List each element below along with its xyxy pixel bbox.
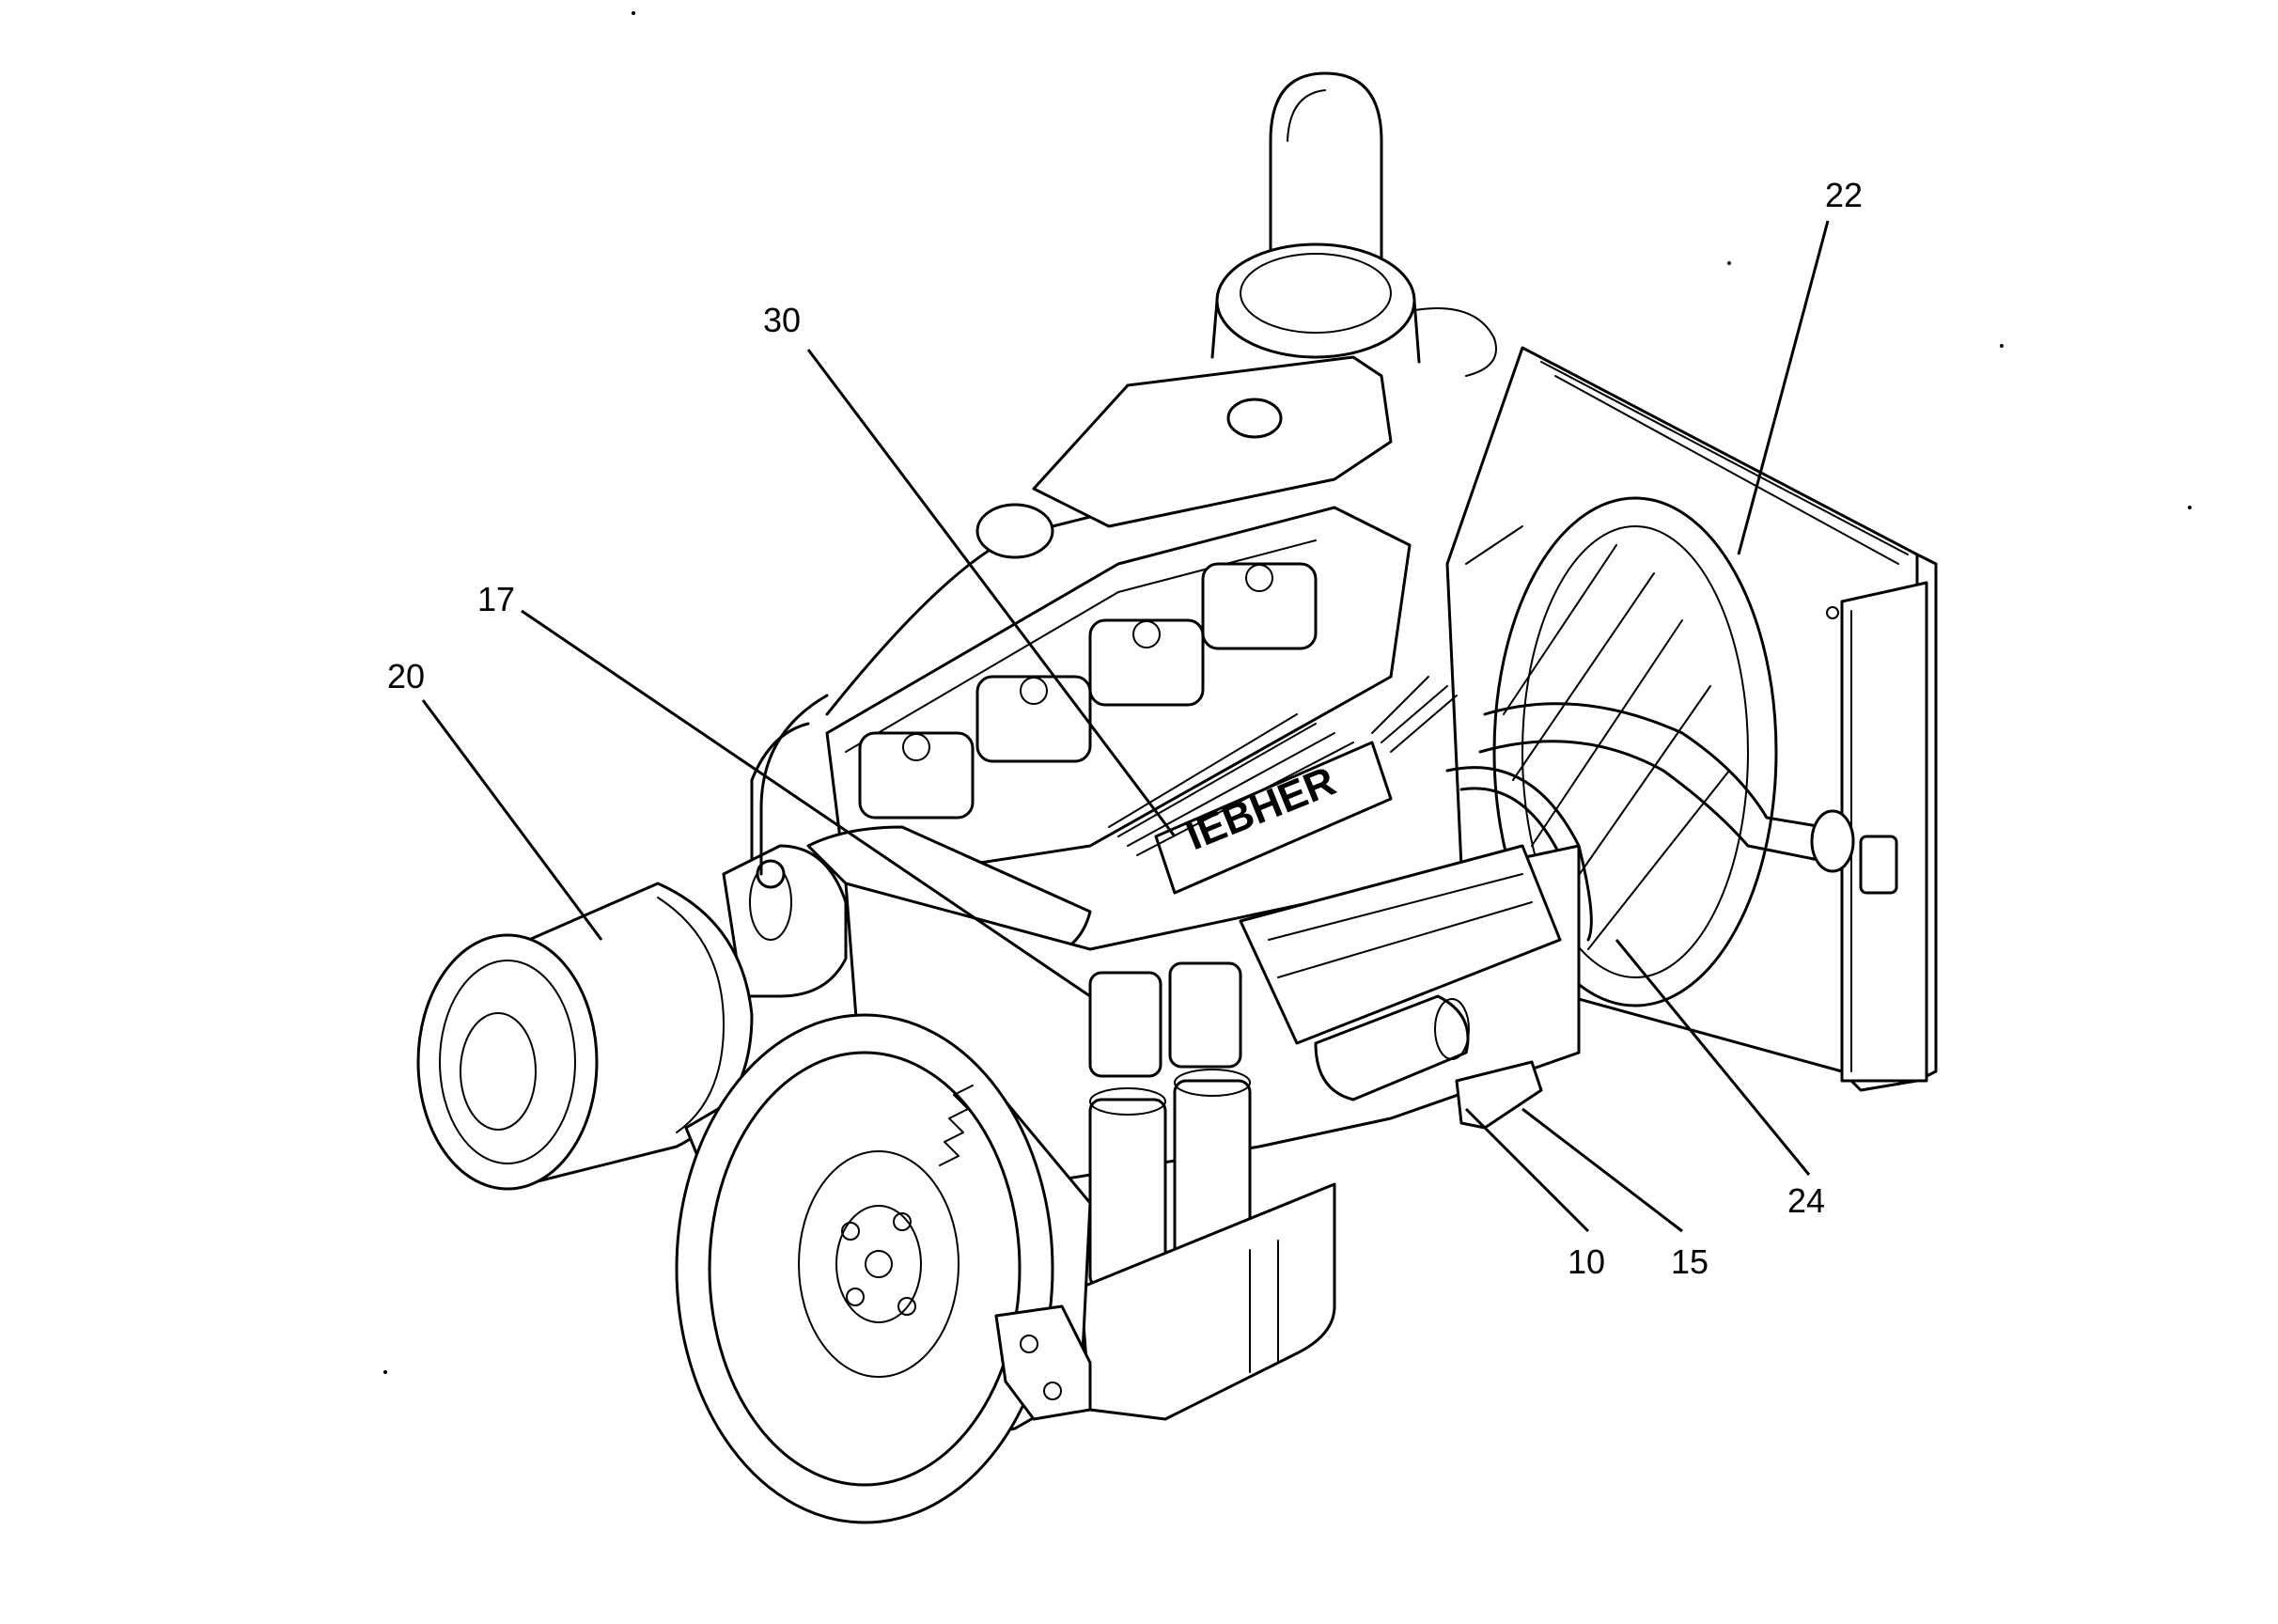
air-filter xyxy=(416,882,754,1191)
leader-20 xyxy=(421,699,603,941)
leader-17 xyxy=(521,609,1091,998)
leader-22 xyxy=(1737,220,1830,555)
intake-pipe xyxy=(722,694,848,998)
exhaust-stack xyxy=(1210,71,1497,377)
scan-specks xyxy=(383,11,2192,1374)
callout-20: 20 xyxy=(387,657,425,695)
coolant-hose xyxy=(1478,702,1855,873)
callout-30: 30 xyxy=(763,301,801,339)
leader-24 xyxy=(1615,939,1811,1176)
callout-labels: 30 22 17 20 24 10 15 xyxy=(387,176,1863,1281)
flywheel-housing xyxy=(675,1013,1092,1524)
engine-block: IEBHER xyxy=(750,355,1593,1421)
callout-24: 24 xyxy=(1787,1181,1825,1220)
leader-30 xyxy=(806,349,1177,837)
callout-22: 22 xyxy=(1825,176,1863,214)
callout-17: 17 xyxy=(477,580,515,618)
leader-15 xyxy=(1521,1107,1683,1233)
leader-10 xyxy=(1464,1107,1590,1233)
leader-lines xyxy=(421,220,1830,1233)
callout-15: 15 xyxy=(1671,1242,1708,1281)
callout-10: 10 xyxy=(1568,1242,1605,1281)
